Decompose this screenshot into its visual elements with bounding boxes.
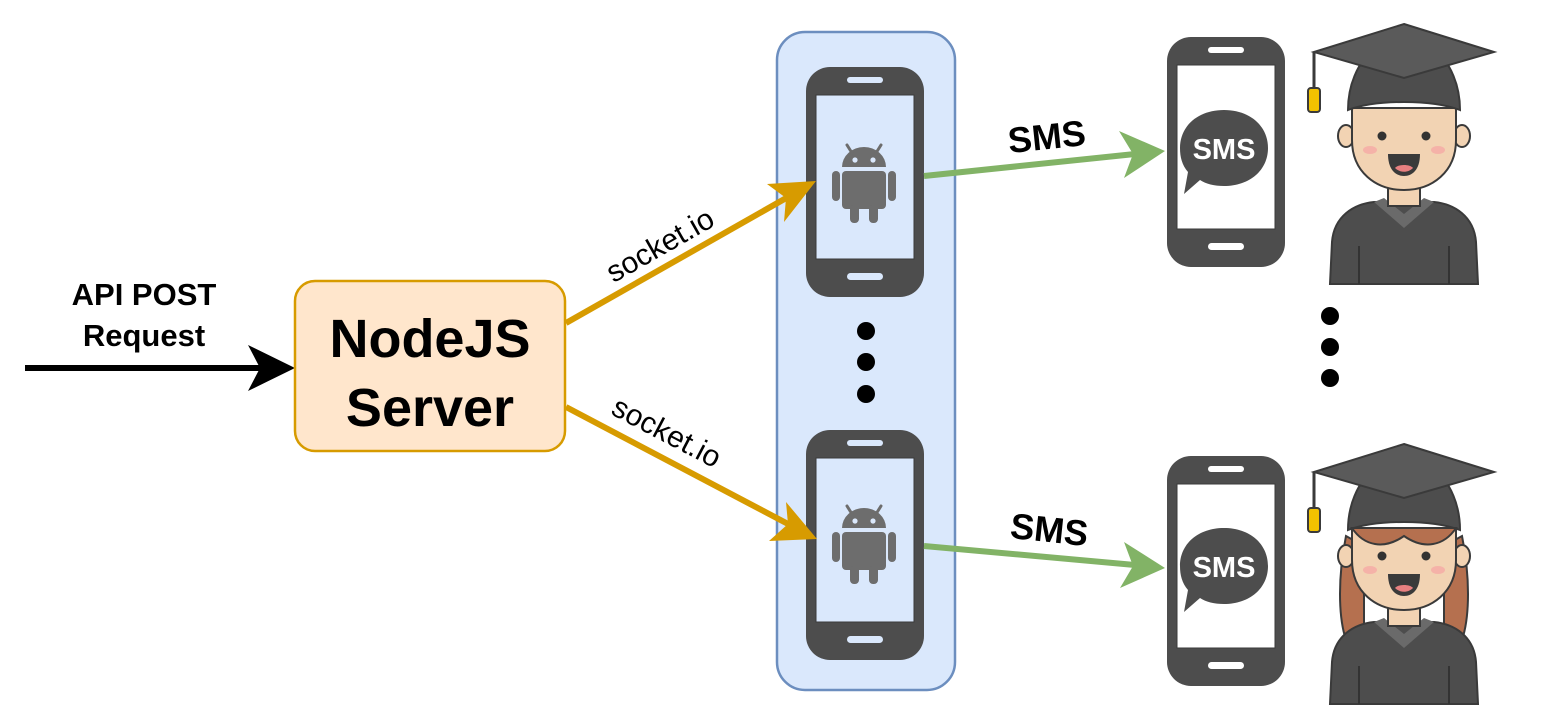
sms-label-bottom: SMS xyxy=(1008,505,1090,554)
sms-arrow-top xyxy=(923,131,1165,179)
server-label-line1: NodeJS xyxy=(329,309,530,369)
nodejs-server-box xyxy=(293,279,567,453)
api-request-arrow xyxy=(25,345,295,391)
sms-label-top: SMS xyxy=(1006,112,1088,161)
female-graduate-icon xyxy=(1306,442,1496,706)
sms-bubble-text: SMS xyxy=(1193,552,1256,584)
api-request-label-line2: Request xyxy=(83,318,205,353)
socket-arrow-top xyxy=(564,181,816,326)
server-label-line2: Server xyxy=(346,378,514,438)
api-request-label-line1: API POST xyxy=(72,277,217,312)
sms-arrow-bottom xyxy=(923,542,1165,588)
more-recipients-ellipsis xyxy=(1321,307,1339,387)
male-graduate-icon xyxy=(1306,22,1496,286)
sms-bubble-text: SMS xyxy=(1193,134,1256,166)
socket-arrow-bottom xyxy=(564,404,817,541)
more-phones-ellipsis xyxy=(857,322,875,403)
